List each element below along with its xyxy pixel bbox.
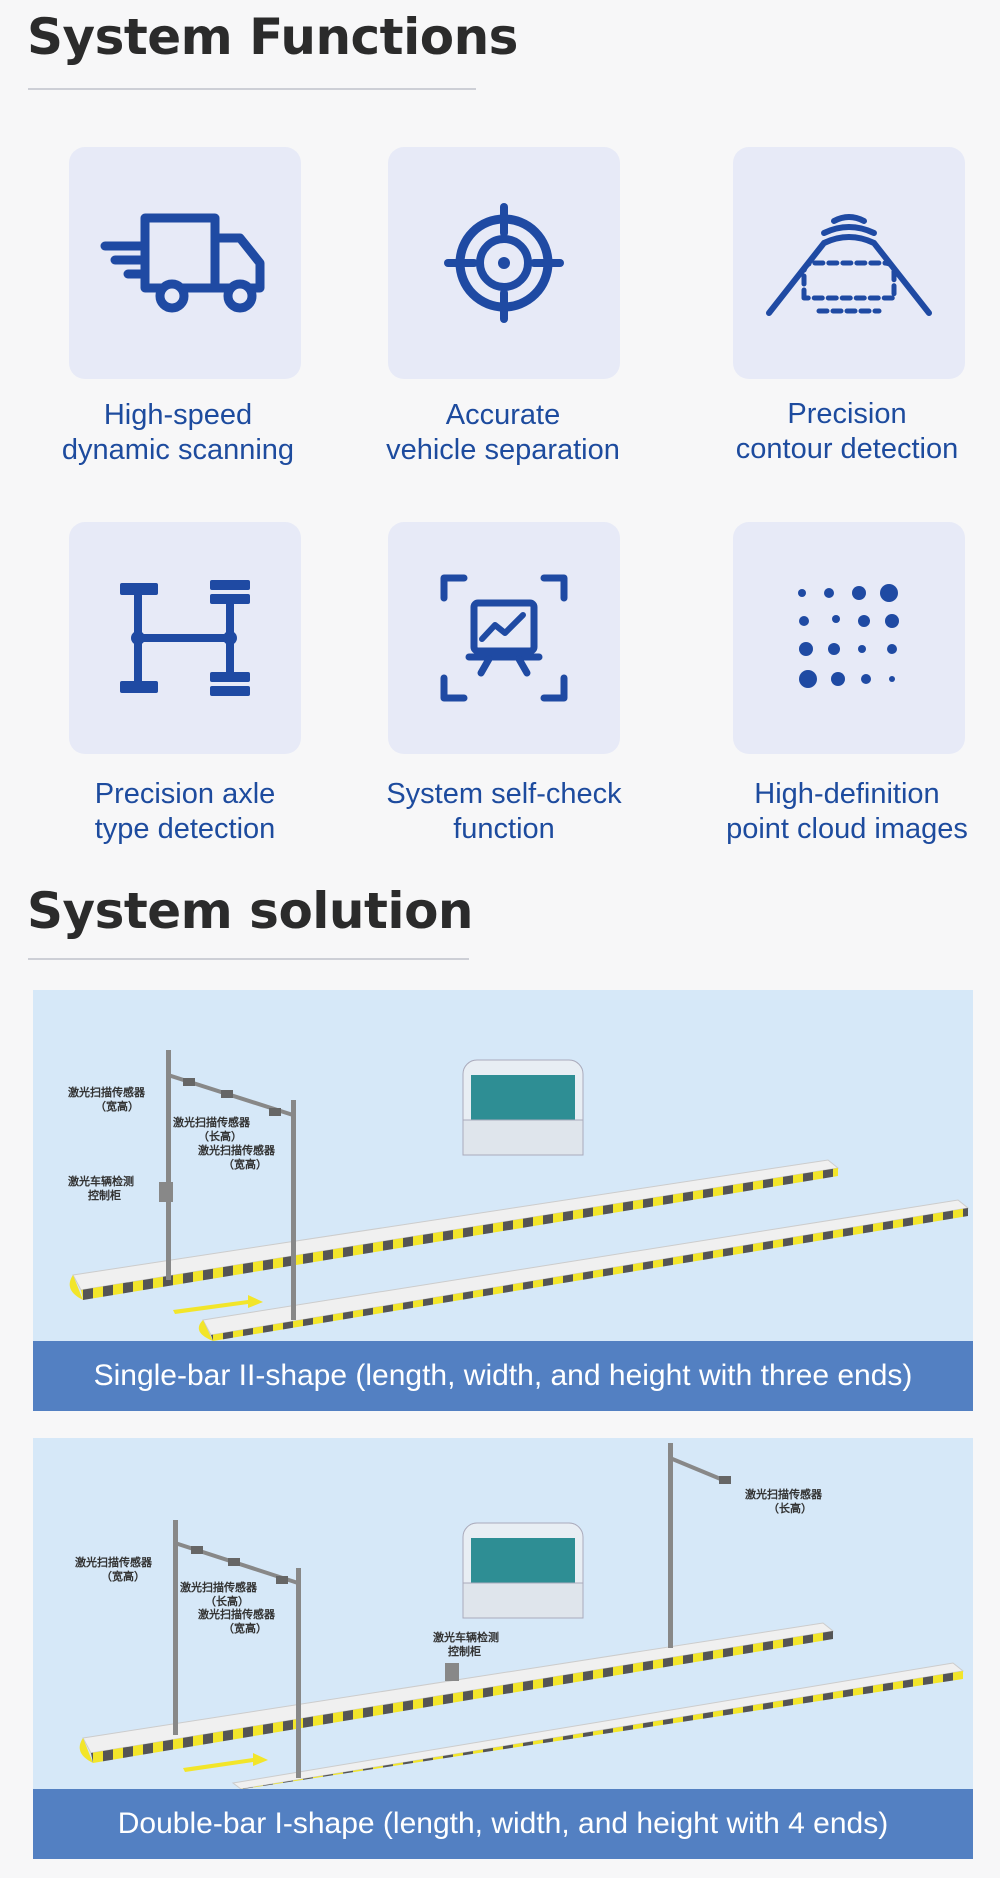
label-sensor-wh2: 激光扫描传感器 xyxy=(198,1143,276,1157)
truck-icon xyxy=(100,213,265,313)
label-sensor-lh: 激光扫描传感器 xyxy=(180,1580,258,1594)
caption-double-bar: Double-bar I-shape (length, width, and h… xyxy=(33,1789,973,1859)
solution-divider xyxy=(28,958,469,960)
double-bar-diagram: 激光扫描传感器 （宽高） 激光扫描传感器 （长高） 激光扫描传感器 （宽高） 激… xyxy=(33,1438,973,1789)
svg-text:（长高）: （长高） xyxy=(198,1129,242,1143)
svg-text:（长高）: （长高） xyxy=(768,1501,812,1515)
contour-scan-icon xyxy=(766,214,932,316)
point-cloud-icon xyxy=(798,584,899,688)
svg-text:控制柜: 控制柜 xyxy=(88,1188,121,1202)
label-sensor-lh: 激光扫描传感器 xyxy=(173,1115,251,1129)
svg-text:（宽高）: （宽高） xyxy=(95,1099,139,1113)
label-sensor-wh: 激光扫描传感器 xyxy=(75,1555,153,1569)
feature-tile-contour xyxy=(733,147,965,379)
feature-tile-separation xyxy=(388,147,620,379)
feature-tile-high-speed xyxy=(69,147,301,379)
solution-card-single-bar: 激光扫描传感器 （宽高） 激光扫描传感器 （长高） 激光扫描传感器 （宽高） 激… xyxy=(33,990,973,1411)
svg-text:（长高）: （长高） xyxy=(205,1594,249,1608)
svg-text:（宽高）: （宽高） xyxy=(223,1621,267,1635)
label-sensor-wh2: 激光扫描传感器 xyxy=(198,1607,276,1621)
feature-tile-axle xyxy=(69,522,301,754)
solution-title: System solution xyxy=(27,882,474,940)
functions-title: System Functions xyxy=(27,8,518,66)
label-cabinet: 激光车辆检测 xyxy=(68,1174,134,1188)
single-bar-diagram: 激光扫描传感器 （宽高） 激光扫描传感器 （长高） 激光扫描传感器 （宽高） 激… xyxy=(33,990,973,1341)
svg-text:（宽高）: （宽高） xyxy=(101,1569,145,1583)
feature-tile-point-cloud xyxy=(733,522,965,754)
label-cabinet: 激光车辆检测 xyxy=(433,1630,499,1644)
solution-card-double-bar: 激光扫描传感器 （宽高） 激光扫描传感器 （长高） 激光扫描传感器 （宽高） 激… xyxy=(33,1438,973,1859)
svg-text:（宽高）: （宽高） xyxy=(223,1157,267,1171)
label-sensor-far: 激光扫描传感器 xyxy=(745,1487,823,1501)
axle-icon xyxy=(120,580,250,696)
label-sensor-wh: 激光扫描传感器 xyxy=(68,1085,146,1099)
feature-tile-self-check xyxy=(388,522,620,754)
caption-single-bar: Single-bar II-shape (length, width, and … xyxy=(33,1341,973,1411)
functions-divider xyxy=(28,88,476,90)
svg-text:控制柜: 控制柜 xyxy=(448,1644,481,1658)
self-check-icon xyxy=(440,574,568,702)
crosshair-icon xyxy=(444,203,564,323)
